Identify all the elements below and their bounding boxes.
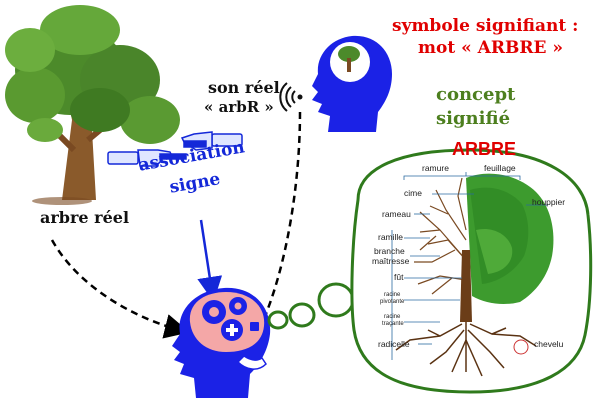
concept-label-line1: concept (436, 84, 516, 105)
sound-waves-icon (279, 82, 303, 112)
label-cime: cime (404, 188, 422, 198)
label-fut: fût (394, 272, 404, 282)
label-maitresse: maîtresse (372, 256, 410, 266)
label-racine-tracante-1: racine (384, 314, 401, 320)
label-ramure: ramure (422, 163, 449, 173)
sound-label-line1: son réel (208, 78, 280, 97)
arrow-association-to-brain (197, 219, 223, 302)
real-tree-label: arbre réel (40, 208, 130, 227)
tree-diagram-heading: ARBRE (452, 139, 517, 159)
label-radicelle: radicelle (378, 339, 410, 349)
title-signifier-line2: mot « ARBRE » (418, 38, 563, 58)
label-branche: branche (374, 246, 405, 256)
label-houppier: houppier (532, 197, 566, 207)
gears-icon (202, 297, 259, 341)
thinking-head-icon (312, 35, 392, 132)
title-signifier-line1: symbole signifiant : (392, 16, 579, 36)
label-racine-tracante-2: traçante (382, 321, 404, 327)
real-tree-icon (5, 5, 180, 205)
concept-label-line2: signifié (436, 108, 511, 129)
arrow-real-tree-to-brain (50, 239, 190, 339)
label-chevelu: chevelu (534, 339, 564, 349)
label-racine-pivotante-2: pivotante (380, 299, 405, 305)
label-ramille: ramille (378, 232, 404, 242)
sound-label-line2: « arbR » (204, 98, 274, 116)
label-feuillage: feuillage (484, 163, 516, 173)
pointing-hands-icon (107, 131, 243, 167)
label-racine-pivotante-1: racine (384, 292, 401, 298)
thought-bubble-icon (267, 282, 355, 330)
tree-diagram-illustration (391, 172, 554, 377)
label-rameau: rameau (382, 209, 411, 219)
